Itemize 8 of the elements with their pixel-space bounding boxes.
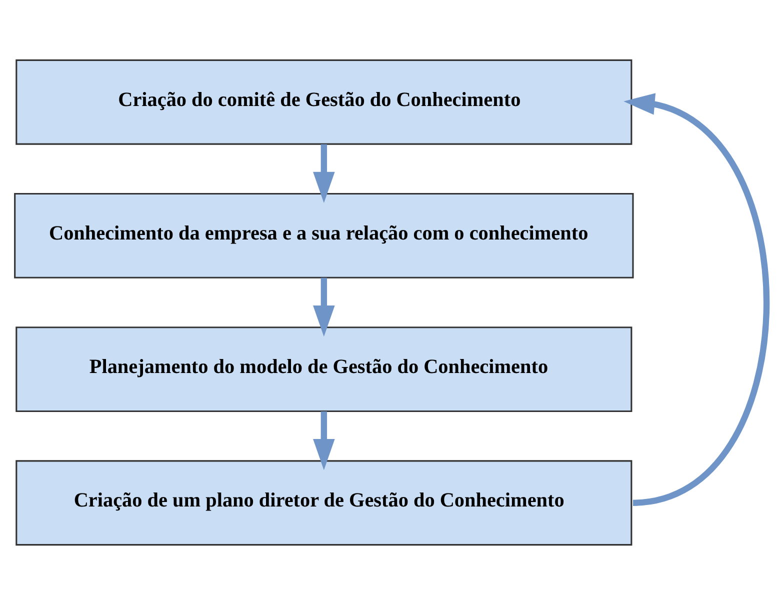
arrow	[624, 93, 770, 506]
node-box: Conhecimento da empresa e a sua relação com o conhecimento	[14, 193, 634, 278]
arrow	[313, 144, 335, 204]
node-box: Criação de um plano diretor de Gestão do Conhecimento	[16, 460, 632, 546]
node-box: Criação do comitê de Gestão do Conhecimento	[16, 59, 632, 145]
arrow	[313, 278, 335, 337]
node-box: Planejamento do modelo de Gestão do Conhecimento	[16, 326, 632, 412]
arrow	[313, 411, 335, 470]
